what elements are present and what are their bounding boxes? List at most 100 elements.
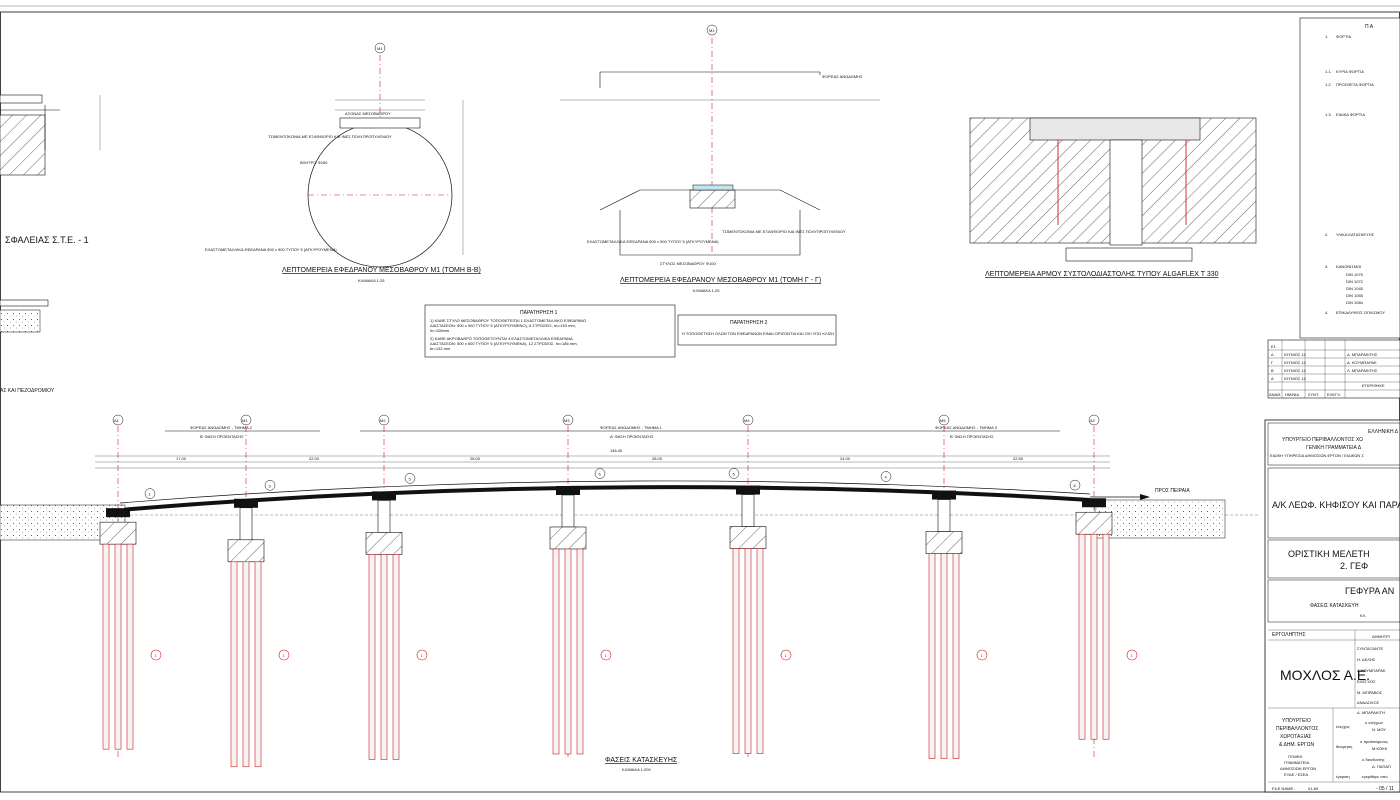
legend-header: Π Α xyxy=(1365,24,1374,30)
axis-marker xyxy=(938,414,950,426)
bb-label-bearing: ΕΛΑΣΤΟΜΕΤΑΛΛΙΚΑ ΕΦΕΔΡΑΝΑ 900 x 900 ΤΥΠΟΥ… xyxy=(205,247,337,252)
gg-label-column: ΣΤΥΛΟΣ ΜΕΣΟΒΑΘΡΟΥ Φ100 xyxy=(660,261,717,266)
pile xyxy=(230,561,238,768)
axis-marker xyxy=(562,414,574,426)
note-2-title: ΠΑΡΑΤΗΡΗΣΗ 2 xyxy=(730,320,768,326)
svg-text:ΙΟΥΝΙΟΣ 12: ΙΟΥΝΙΟΣ 12 xyxy=(1284,360,1307,365)
element-circle xyxy=(728,468,740,479)
pile xyxy=(392,554,400,760)
left-partial-detail: ΣΦΑΛΕΙΑΣ Σ.Τ.Ε. - 1 ΑΣ ΚΑΙ ΠΕΖΟΔΡΟΜΙΟΥ xyxy=(0,94,101,394)
legend-section: ΚΥΡΙΑ ΦΟΡΤΙΑ xyxy=(1336,69,1364,74)
svg-text:ΕΛΕΓΧ.: ΕΛΕΓΧ. xyxy=(1327,392,1341,397)
note-1-line: hr=132 mm xyxy=(430,346,451,351)
pier-cap xyxy=(234,498,258,508)
callout-circle xyxy=(416,649,428,661)
bridge-elevation: ΦΟΡΕΑΣ ΑΝΩΔΟΜΗΣ - ΤΜΗΜΑ 2 Β' ΦΑΣΗ ΠΡΟΕΝΤ… xyxy=(0,414,1260,772)
pile xyxy=(1102,533,1110,740)
span-dimension: 22.50 xyxy=(1013,456,1024,461)
pier-column xyxy=(561,494,575,528)
person: ΑΝΑΔΟΧΟΣ xyxy=(1357,700,1380,705)
element-circle-label: 5 xyxy=(409,476,412,481)
standard-item: DIN 1055 xyxy=(1346,293,1364,298)
note-2-line: Η ΤΟΠΟΘΕΤΗΣΗ ΟΛΩΝ ΤΩΝ ΕΦΕΔΡΑΝΩΝ ΕΙΝΑΙ ΟΡ… xyxy=(682,331,834,336)
person: Η. ΔΕΛΗΣ xyxy=(1357,657,1376,662)
callout-circle xyxy=(600,649,612,661)
piles-layer xyxy=(102,533,1110,768)
pile xyxy=(254,561,262,768)
sheet-number: - 05 / 11 xyxy=(1376,786,1394,792)
svg-text:1.1.: 1.1. xyxy=(1325,69,1332,74)
legend-section: ΕΠΙΚΑΛΥΨΕΙΣ ΟΠΛΙΣΜΟΥ xyxy=(1336,310,1385,315)
callout-circle xyxy=(278,649,290,661)
svg-text:ο διευθυντής: ο διευθυντής xyxy=(1362,757,1385,762)
gg-scale: ΚΛΙΜΑΚΑ 1:25 xyxy=(693,288,720,293)
svg-text:Μ.ΚΟΚΚ: Μ.ΚΟΚΚ xyxy=(1372,746,1388,751)
designer-header: ΔΗΜΗΤΡΙ xyxy=(1372,634,1390,639)
pile xyxy=(552,548,560,755)
bearing-section-gg: Μ1 ΦΟΡΕΑΣ ΑΝΩΔΟΜΗΣ ΤΣΙΜΕΝΤΟΚΟΝΙΑ ΜΕ ΕΞΑΦ… xyxy=(560,24,880,293)
element-circle xyxy=(404,473,416,484)
svg-text:έλεγχος: έλεγχος xyxy=(1336,724,1350,729)
axis-label: Μ4 xyxy=(744,418,750,423)
callout-circle xyxy=(150,649,162,661)
callout-label: 1 xyxy=(1131,653,1134,658)
pile xyxy=(380,554,388,760)
svg-text:ΙΟΥΝΙΟΣ 12: ΙΟΥΝΙΟΣ 12 xyxy=(1284,376,1307,381)
gg-label-bearing: ΕΛΑΣΤΟΜΕΤΑΛΛΙΚΑ ΕΦΕΔΡΑΝΑ 900 x 900 ΤΥΠΟΥ… xyxy=(587,239,719,244)
note-2: ΠΑΡΑΤΗΡΗΣΗ 2 Η ΤΟΠΟΘΕΤΗΣΗ ΟΛΩΝ ΤΩΝ ΕΦΕΔΡ… xyxy=(677,314,837,346)
authority-line: ΓΡΑΜΜΑΤΕΙΑ xyxy=(1284,760,1310,765)
drawing-subtitle: ΦΑΣΕΙΣ ΚΑΤΑΣΚΕΥΗ xyxy=(1310,603,1359,609)
svg-text:E1: E1 xyxy=(1271,344,1277,349)
bb-label-axis: ΑΞΟΝΑΣ ΜΕΣΟΒΑΘΡΟΥ xyxy=(345,111,391,116)
svg-text:Α. ΚΟΥΜΠΑΡΑΚ: Α. ΚΟΥΜΠΑΡΑΚ xyxy=(1347,360,1377,365)
svg-text:Λ. ΜΠΑΡΑΚΙΤΗΣ: Λ. ΜΠΑΡΑΚΙΤΗΣ xyxy=(1347,368,1378,373)
person: ΕΛΕΓΧΟΣ xyxy=(1357,679,1376,684)
pile xyxy=(102,543,110,750)
svg-text:Γ: Γ xyxy=(1271,360,1274,365)
pile xyxy=(564,548,572,755)
element-circle-label: 6 xyxy=(1074,483,1077,488)
pier-cap xyxy=(106,508,130,518)
legend-section: ΕΙΔΙΚΑ ΦΟΡΤΙΑ xyxy=(1336,112,1365,117)
element-circle xyxy=(264,480,276,491)
drawing-scale: ΚΛ. xyxy=(1360,613,1366,618)
pile xyxy=(368,554,376,760)
title-block: ΕΛΛΗΝΙΚΗ Δ ΥΠΟΥΡΓΕΙΟ ΠΕΡΙΒΑΛΛΟΝΤΟΣ ΧΩ ΓΕ… xyxy=(1264,419,1400,793)
element-circle-label: 4 xyxy=(885,474,888,479)
pier-column xyxy=(239,507,253,541)
axis-marker xyxy=(378,414,390,426)
svg-text:ΑΝΑΘ.: ΑΝΑΘ. xyxy=(1269,392,1281,397)
standard-item: DIN 1084 xyxy=(1346,300,1364,305)
element-circle xyxy=(144,488,156,499)
span-dimension: 24.00 xyxy=(840,456,851,461)
phase-banner-3: ΦΟΡΕΑΣ ΑΝΩΔΟΜΗΣ - ΤΜΗΜΑ 3 Β' ΦΑΣΗ ΠΡΟΕΝΤ… xyxy=(920,425,1060,439)
pile-cap xyxy=(729,526,767,549)
svg-text:Δ. ΠΑΠΑΓΙ: Δ. ΠΑΠΑΓΙ xyxy=(1372,764,1391,769)
pile xyxy=(1090,533,1098,740)
svg-text:ΦΟΡΕΑΣ ΑΝΩΔΟΜΗΣ - ΤΜΗΜΑ 3: ΦΟΡΕΑΣ ΑΝΩΔΟΜΗΣ - ΤΜΗΜΑ 3 xyxy=(935,425,998,430)
svg-text:1.3.: 1.3. xyxy=(1325,112,1332,117)
gg-label-deck: ΦΟΡΕΑΣ ΑΝΩΔΟΜΗΣ xyxy=(822,74,863,79)
file-label: FILE NAME : xyxy=(1272,786,1295,791)
pile xyxy=(928,553,936,759)
elevation-title: ΦΑΣΕΙΣ ΚΑΤΑΣΚΕΥΗΣ xyxy=(605,757,678,764)
pile-cap xyxy=(227,539,265,563)
element-circle-label: 6 xyxy=(599,472,602,477)
person: ΣΥΝΤΑΞΑΝΤΕ xyxy=(1357,646,1383,651)
ministry-line: ΕΙΔΙΚΗ ΥΠΗΡΕΣΙΑ ΔΗΜΟΣΙΩΝ ΕΡΓΩΝ / ΕΙΔΙΚΩΝ… xyxy=(1270,453,1364,458)
span-dimension: 28.00 xyxy=(652,456,663,461)
revisions-table: E1 Δ ΙΟΥΝΙΟΣ 12 Γ ΙΟΥΝΙΟΣ 12 Β ΙΟΥΝΙΟΣ 1… xyxy=(1267,339,1400,399)
standard-item: DIN 1075 xyxy=(1346,272,1364,277)
axis-label: Μ1 xyxy=(377,46,383,51)
element-circle xyxy=(880,471,892,482)
axis-label: Μ3 xyxy=(564,418,570,423)
svg-text:Β' ΦΑΣΗ ΠΡΟΕΝΤΑΣΗΣ: Β' ΦΑΣΗ ΠΡΟΕΝΤΑΣΗΣ xyxy=(950,434,994,439)
callout-label: 1 xyxy=(283,653,286,658)
legend-section: ΚΑΝΟΝΙΣΜΟΙ xyxy=(1336,264,1361,269)
axis-label: Μ1 xyxy=(242,418,248,423)
svg-text:Δ: Δ xyxy=(1271,352,1274,357)
pile-cap xyxy=(549,526,587,550)
note-1-line: 2) ΚΑΘΕ ΑΚΡΟΒΑΘΡΟ ΤΟΠΟΘΕΤΟΥΝΤΑΙ 4 ΕΛΑΣΤΟ… xyxy=(430,336,573,341)
